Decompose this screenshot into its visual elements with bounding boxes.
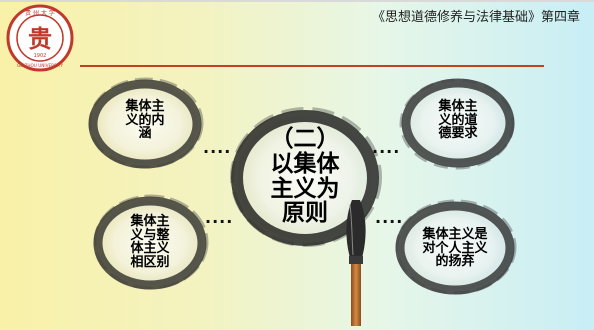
connector-bottom-right: ···· — [375, 212, 404, 231]
university-logo: 贵 州 大 学 贵 1902 GUIZHOU UNIVERSITY — [6, 4, 74, 72]
connector-top-right: ···· — [372, 142, 401, 161]
node-center-principle: （二） 以集体 主义为 原则 — [270, 126, 340, 227]
connector-bottom-left: ···· — [205, 212, 234, 231]
ink-circle-bottom-right — [395, 199, 517, 295]
ink-circle-center — [230, 107, 382, 247]
ink-circle-bottom-left — [93, 194, 209, 290]
header-divider — [80, 65, 544, 67]
course-chapter-title: 《思想道德修养与法律基础》第四章 — [371, 10, 580, 25]
ink-circle-top-left — [88, 77, 204, 169]
node-collectivism-moral-requirements: 集体主 义的道 德要求 — [438, 99, 478, 142]
node-collectivism-sublates-individualism: 集体主义是 对个人主义 的扬弃 — [422, 227, 488, 270]
svg-text:贵: 贵 — [28, 25, 52, 53]
svg-text:贵 州 大 学: 贵 州 大 学 — [25, 9, 55, 17]
connector-top-left: ···· — [203, 142, 232, 161]
ink-circle-top-right — [399, 78, 515, 170]
calligraphy-brush — [346, 200, 366, 326]
svg-text:GUIZHOU UNIVERSITY: GUIZHOU UNIVERSITY — [17, 63, 64, 68]
svg-text:1902: 1902 — [34, 53, 47, 59]
node-collectivism-meaning: 集体主 义的内 涵 — [125, 99, 165, 142]
node-collectivism-vs-holism: 集体主 义与整 体主义 相区别 — [130, 214, 170, 270]
slide-top-border — [0, 0, 594, 2]
